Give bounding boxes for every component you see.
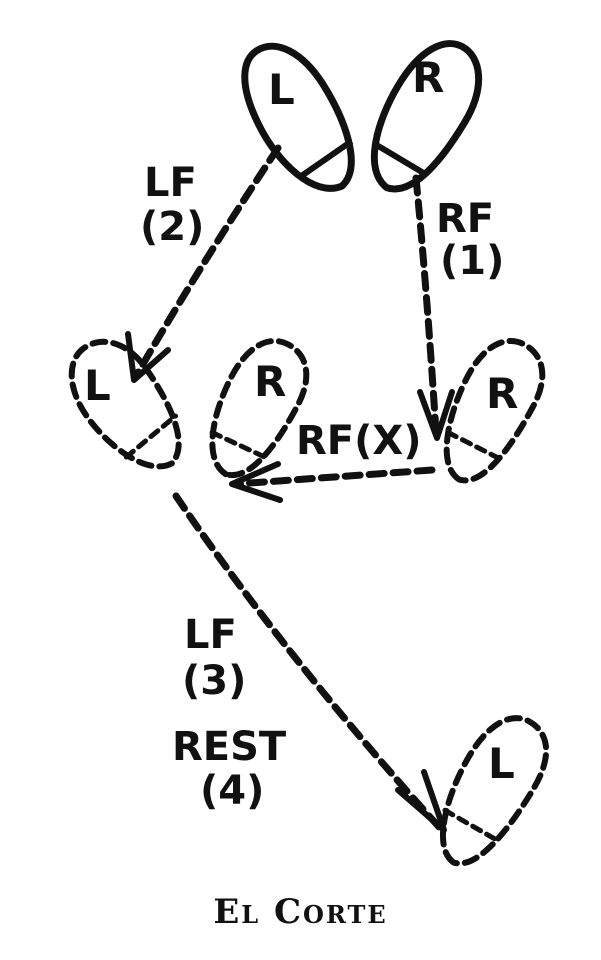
rf1-label-line1: RF	[436, 196, 494, 242]
mid-right-crossed-letter: R	[254, 357, 286, 406]
lf2-path	[132, 144, 282, 380]
mid-right-open-footprint	[443, 337, 546, 484]
end-left-letter: L	[488, 739, 515, 788]
start-right-footprint	[370, 40, 482, 193]
rfx-path	[232, 466, 436, 488]
diagram-caption: El Corte	[213, 892, 388, 932]
rfx-arrowhead	[229, 461, 283, 503]
lf2-label-line1: LF	[144, 160, 197, 206]
end-left-footprint	[439, 715, 550, 867]
lf3-label-line1: LF	[184, 612, 237, 658]
mid-right-open-letter: R	[486, 369, 518, 418]
lf3-arrowhead	[395, 769, 447, 833]
lf3-label-line2: (3)	[182, 658, 246, 704]
rest-label-line2: (4)	[200, 768, 264, 814]
start-right-letter: R	[412, 53, 444, 102]
rest-label-line1: REST	[172, 724, 287, 770]
lf2-label-line2: (2)	[140, 204, 204, 250]
mid-left-letter: L	[84, 361, 111, 410]
mid-right-crossed-footprint	[209, 337, 310, 479]
rf1-arrowhead	[417, 389, 455, 441]
rfx-label: RF(X)	[296, 418, 422, 464]
lf3-path	[172, 492, 444, 832]
start-left-footprint	[241, 42, 355, 192]
rf1-label-line2: (1)	[440, 238, 504, 284]
start-left-letter: L	[268, 65, 295, 114]
mid-left-footprint	[68, 338, 182, 470]
rf1-path	[412, 174, 440, 436]
lf2-arrowhead	[125, 331, 171, 383]
